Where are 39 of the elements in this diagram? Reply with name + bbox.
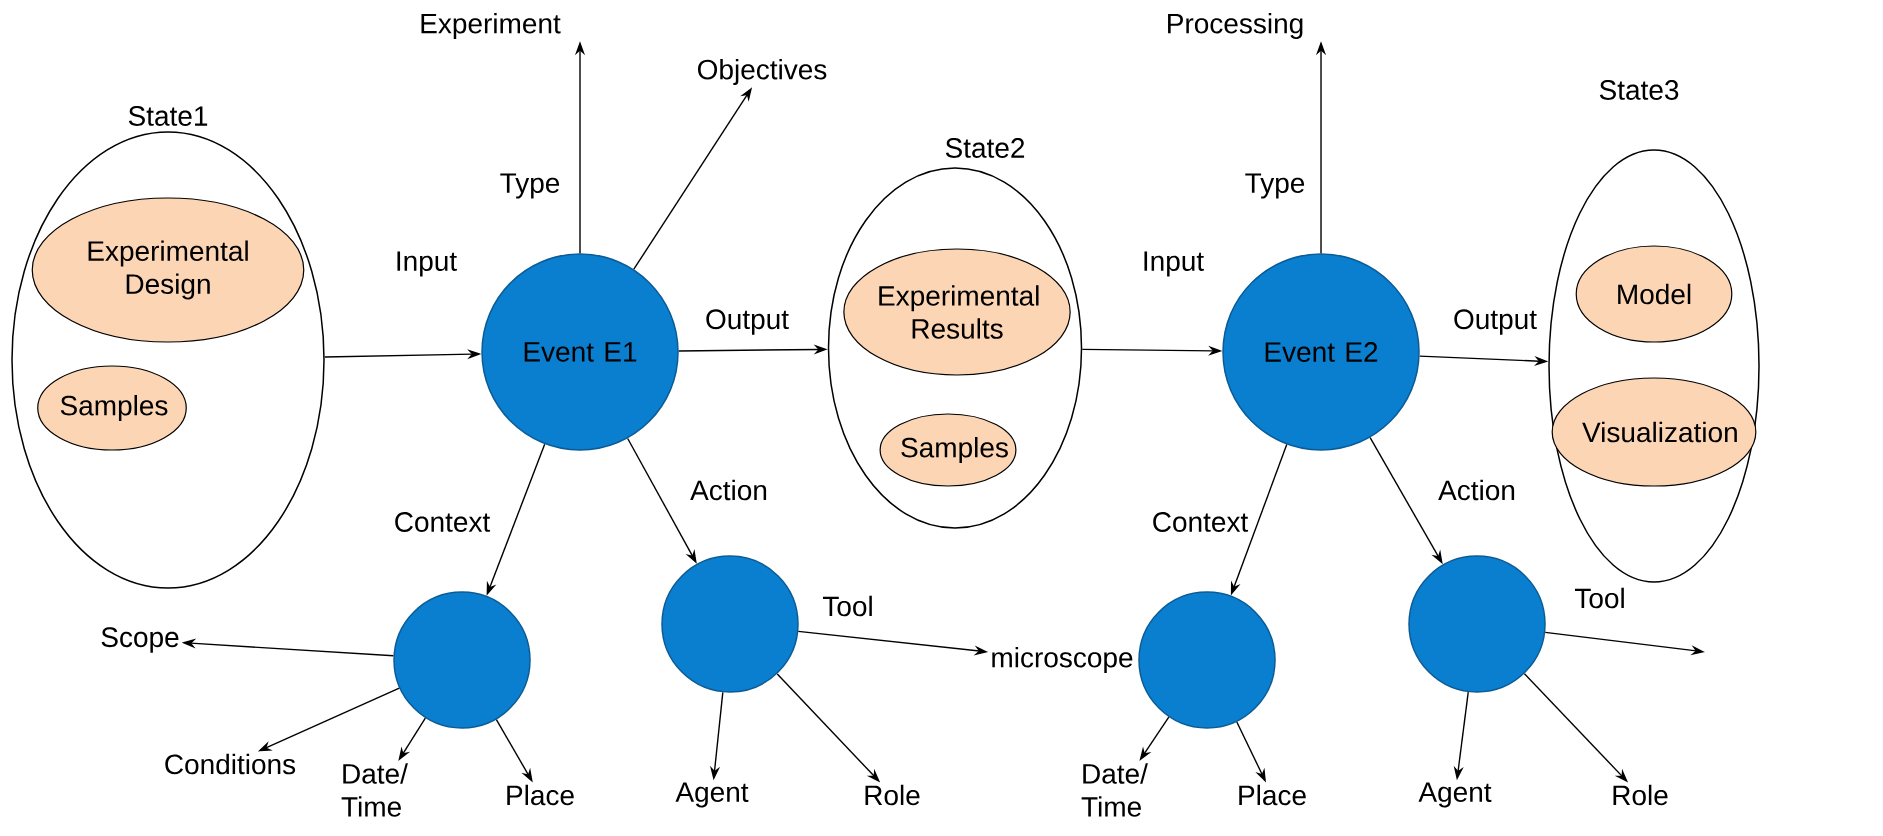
attribute-label: Experiment xyxy=(421,12,561,40)
item-oval: Model xyxy=(1575,245,1733,343)
edge-label: Action xyxy=(1436,477,1518,503)
state-heading: State3 xyxy=(1599,80,1679,100)
edge-label: Output xyxy=(1451,307,1540,337)
item-oval: Experimental Design xyxy=(31,197,305,343)
edge-label: Input xyxy=(392,249,460,279)
edge-label: Action xyxy=(688,477,770,503)
attribute-label: microscope xyxy=(992,646,1133,674)
attribute-label: Place xyxy=(1239,784,1306,806)
attribute-label: Date/ Time xyxy=(1081,763,1148,817)
item-oval: Visualization xyxy=(1551,377,1757,487)
edge-label: Context xyxy=(391,510,493,534)
edge-label: Tool xyxy=(820,593,876,619)
edge-label: Type xyxy=(1242,171,1308,201)
empty-circle xyxy=(1408,555,1546,693)
empty-circle xyxy=(1138,591,1276,729)
attribute-label: Conditions xyxy=(165,753,296,775)
attribute-label: Scope xyxy=(101,627,179,653)
attribute-label: Role xyxy=(865,784,920,806)
attribute-label: Processing xyxy=(1168,12,1303,40)
attribute-label: Agent xyxy=(675,782,749,808)
empty-circle xyxy=(393,591,531,729)
attribute-label: Objectives xyxy=(698,58,827,86)
attribute-label: Agent xyxy=(1418,782,1492,808)
attribute-label: Role xyxy=(1613,784,1668,806)
item-oval: Samples xyxy=(37,365,187,451)
item-oval: Samples xyxy=(879,413,1017,487)
empty-circle xyxy=(661,555,799,693)
edge-label: Context xyxy=(1149,510,1251,534)
state-heading: State2 xyxy=(945,138,1025,158)
edge-label: Tool xyxy=(1572,585,1628,611)
edge-label: Type xyxy=(497,171,563,201)
edge-label: Input xyxy=(1139,249,1207,279)
attribute-label: Date/ Time xyxy=(341,763,408,817)
item-oval: Experimental Results xyxy=(843,248,1071,376)
edge-label: Output xyxy=(703,307,792,337)
attribute-label: Place xyxy=(507,784,574,806)
state-heading: State1 xyxy=(128,106,208,126)
